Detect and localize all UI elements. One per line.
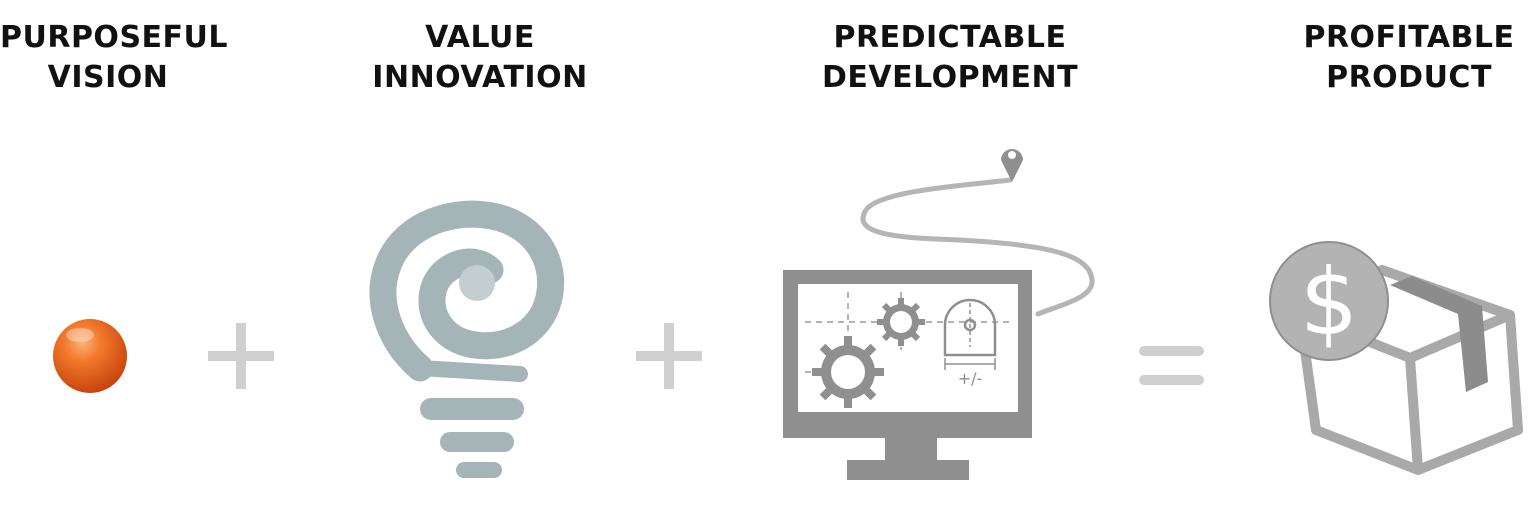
title-line: PRODUCT xyxy=(1326,60,1492,95)
gear-icon xyxy=(877,298,925,346)
predictable-development-title: PREDICTABLE DEVELOPMENT xyxy=(800,18,1100,98)
title-line: PREDICTABLE xyxy=(833,20,1067,55)
profitable-product-title: PROFITABLE PRODUCT xyxy=(1296,18,1522,98)
title-line: DEVELOPMENT xyxy=(821,60,1079,95)
plus-operator xyxy=(636,323,702,389)
title-line: PURPOSEFUL xyxy=(0,20,229,55)
plus-operator xyxy=(208,323,274,389)
orange-orb-icon xyxy=(53,319,127,393)
equals-operator xyxy=(1139,346,1204,385)
title-line: VALUE xyxy=(425,20,535,55)
location-pin-icon xyxy=(1001,149,1023,182)
dollar-symbol: $ xyxy=(1300,249,1359,356)
title-line: VISION xyxy=(47,60,169,95)
tolerance-label: +/- xyxy=(958,369,983,388)
tolerance-part-icon xyxy=(943,298,997,370)
monitor-icon: +/- xyxy=(783,270,1032,480)
title-line: INNOVATION xyxy=(372,60,588,95)
title-line: PROFITABLE xyxy=(1303,20,1515,55)
dollar-coin-icon: $ xyxy=(1269,241,1389,361)
purposeful-vision-title: PURPOSEFUL VISION xyxy=(0,18,229,98)
gear-icon xyxy=(812,336,884,408)
roadmap-path-icon xyxy=(860,149,1095,317)
spiral-lightbulb-icon xyxy=(369,200,565,478)
value-innovation-title: VALUE INNOVATION xyxy=(360,18,600,98)
